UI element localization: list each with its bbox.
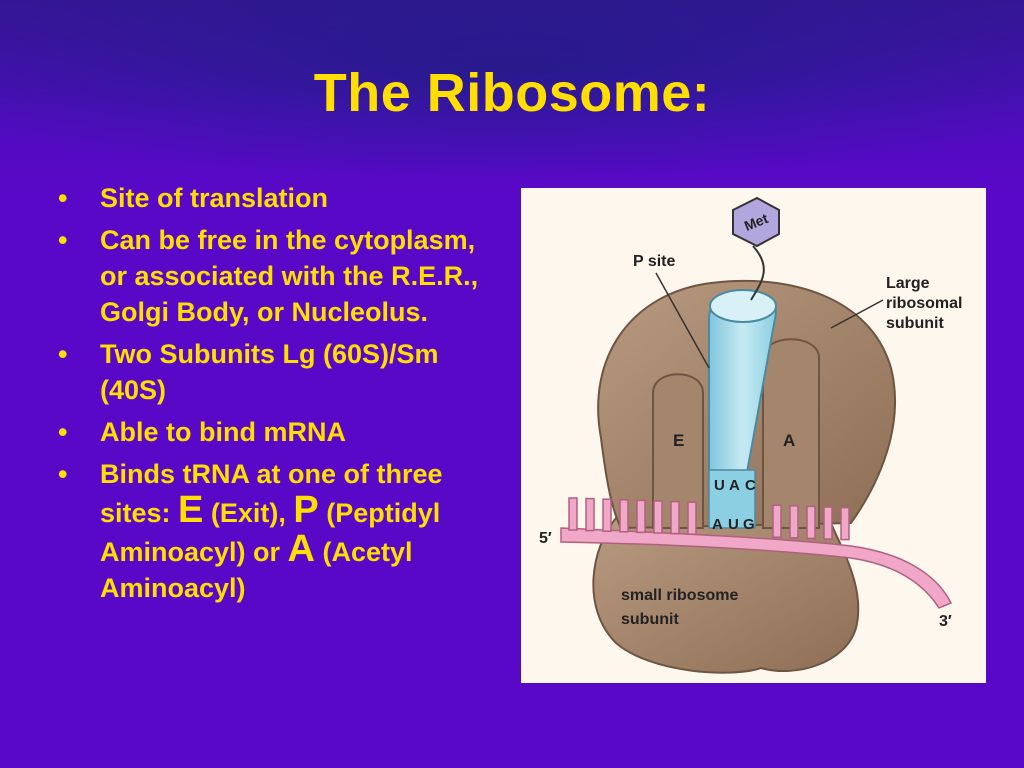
- slide-title: The Ribosome:: [313, 63, 711, 123]
- p-site-pointer: [655, 272, 710, 369]
- bullet-list: • Site of translation • Can be free in the…: [58, 180, 508, 612]
- bullet-item: • Binds tRNA at one of three sites: E (Ex…: [58, 456, 508, 606]
- site-p-letter: P: [293, 489, 319, 531]
- three-prime-label: 3′: [939, 613, 952, 630]
- anticodon-c: C: [745, 477, 756, 494]
- nucleotide-tick: [823, 506, 833, 540]
- anticodon-u: U: [714, 477, 725, 494]
- ribosome-illustration: Met P site Large ribosomal subunit E A U…: [539, 196, 962, 674]
- met-hexagon: [732, 196, 780, 248]
- ribosome-diagram: Met P site Large ribosomal subunit E A U…: [521, 188, 986, 683]
- anticodon-stem: [708, 469, 756, 529]
- large-subunit-label-line-1: Large: [886, 275, 930, 292]
- five-prime-label: 5′: [539, 530, 552, 547]
- site-p-description: (Peptidyl Aminoacyl) or: [100, 498, 441, 567]
- bullet-item: • Site of translation: [58, 180, 508, 216]
- nucleotide-tick: [840, 506, 850, 541]
- small-subunit-label-line-1: small ribosome: [621, 587, 738, 604]
- large-subunit-label-line-2: ribosomal: [886, 295, 962, 312]
- bullet-dot: •: [58, 459, 68, 489]
- bullet-text: Two Subunits Lg (60S)/Sm (40S): [100, 339, 439, 405]
- site-a-letter: A: [287, 528, 315, 570]
- bullet-dot: •: [58, 339, 68, 369]
- bullet-text: Can be free in the cytoplasm, or associa…: [100, 225, 479, 327]
- large-subunit-label-line-3: subunit: [886, 315, 944, 332]
- bullet-text-prefix: Binds tRNA at one of three sites:: [100, 459, 443, 528]
- bullet-item: • Able to bind mRNA: [58, 414, 508, 450]
- nucleotide-tick: [772, 504, 782, 538]
- bullet-dot: •: [58, 225, 68, 255]
- nucleotide-tick: [568, 497, 578, 531]
- met-stem: [750, 245, 765, 301]
- bullet-text: Site of translation: [100, 183, 329, 213]
- bullet-dot: •: [58, 183, 68, 213]
- site-e-letter: E: [178, 489, 204, 531]
- small-subunit-label-line-2: subunit: [621, 611, 679, 628]
- nucleotide-tick: [636, 499, 646, 534]
- nucleotide-tick: [687, 501, 697, 535]
- mrna-strand: [560, 527, 953, 609]
- codon-a: A: [712, 516, 723, 533]
- site-a-description: (Acetyl Aminoacyl): [100, 537, 413, 603]
- small-subunit-shape: [592, 516, 860, 674]
- nucleotide-tick: [670, 500, 680, 535]
- site-e-label: E: [673, 431, 684, 450]
- p-site-label: P site: [633, 253, 676, 270]
- codon-g: G: [743, 516, 755, 533]
- anticodon-a: A: [729, 477, 740, 494]
- bullet-item: • Can be free in the cytoplasm, or associ…: [58, 222, 508, 330]
- bullet-text: Able to bind mRNA: [100, 417, 346, 447]
- codon-u: U: [728, 516, 739, 533]
- site-e-description: (Exit),: [203, 498, 294, 528]
- nucleotide-tick: [619, 499, 629, 533]
- bullet-item: • Two Subunits Lg (60S)/Sm (40S): [58, 336, 508, 408]
- large-subunit-pointer: [830, 299, 884, 329]
- nucleotide-tick: [653, 500, 663, 534]
- trna-top: [709, 289, 777, 323]
- mrna-nucleotides: [568, 497, 850, 541]
- nucleotide-tick: [602, 498, 612, 532]
- nucleotide-tick: [806, 505, 816, 540]
- nucleotide-tick: [789, 505, 799, 539]
- site-a-label: A: [783, 431, 795, 450]
- bullet-dot: •: [58, 417, 68, 447]
- e-site-pocket: [652, 373, 704, 529]
- nucleotide-tick: [585, 497, 595, 532]
